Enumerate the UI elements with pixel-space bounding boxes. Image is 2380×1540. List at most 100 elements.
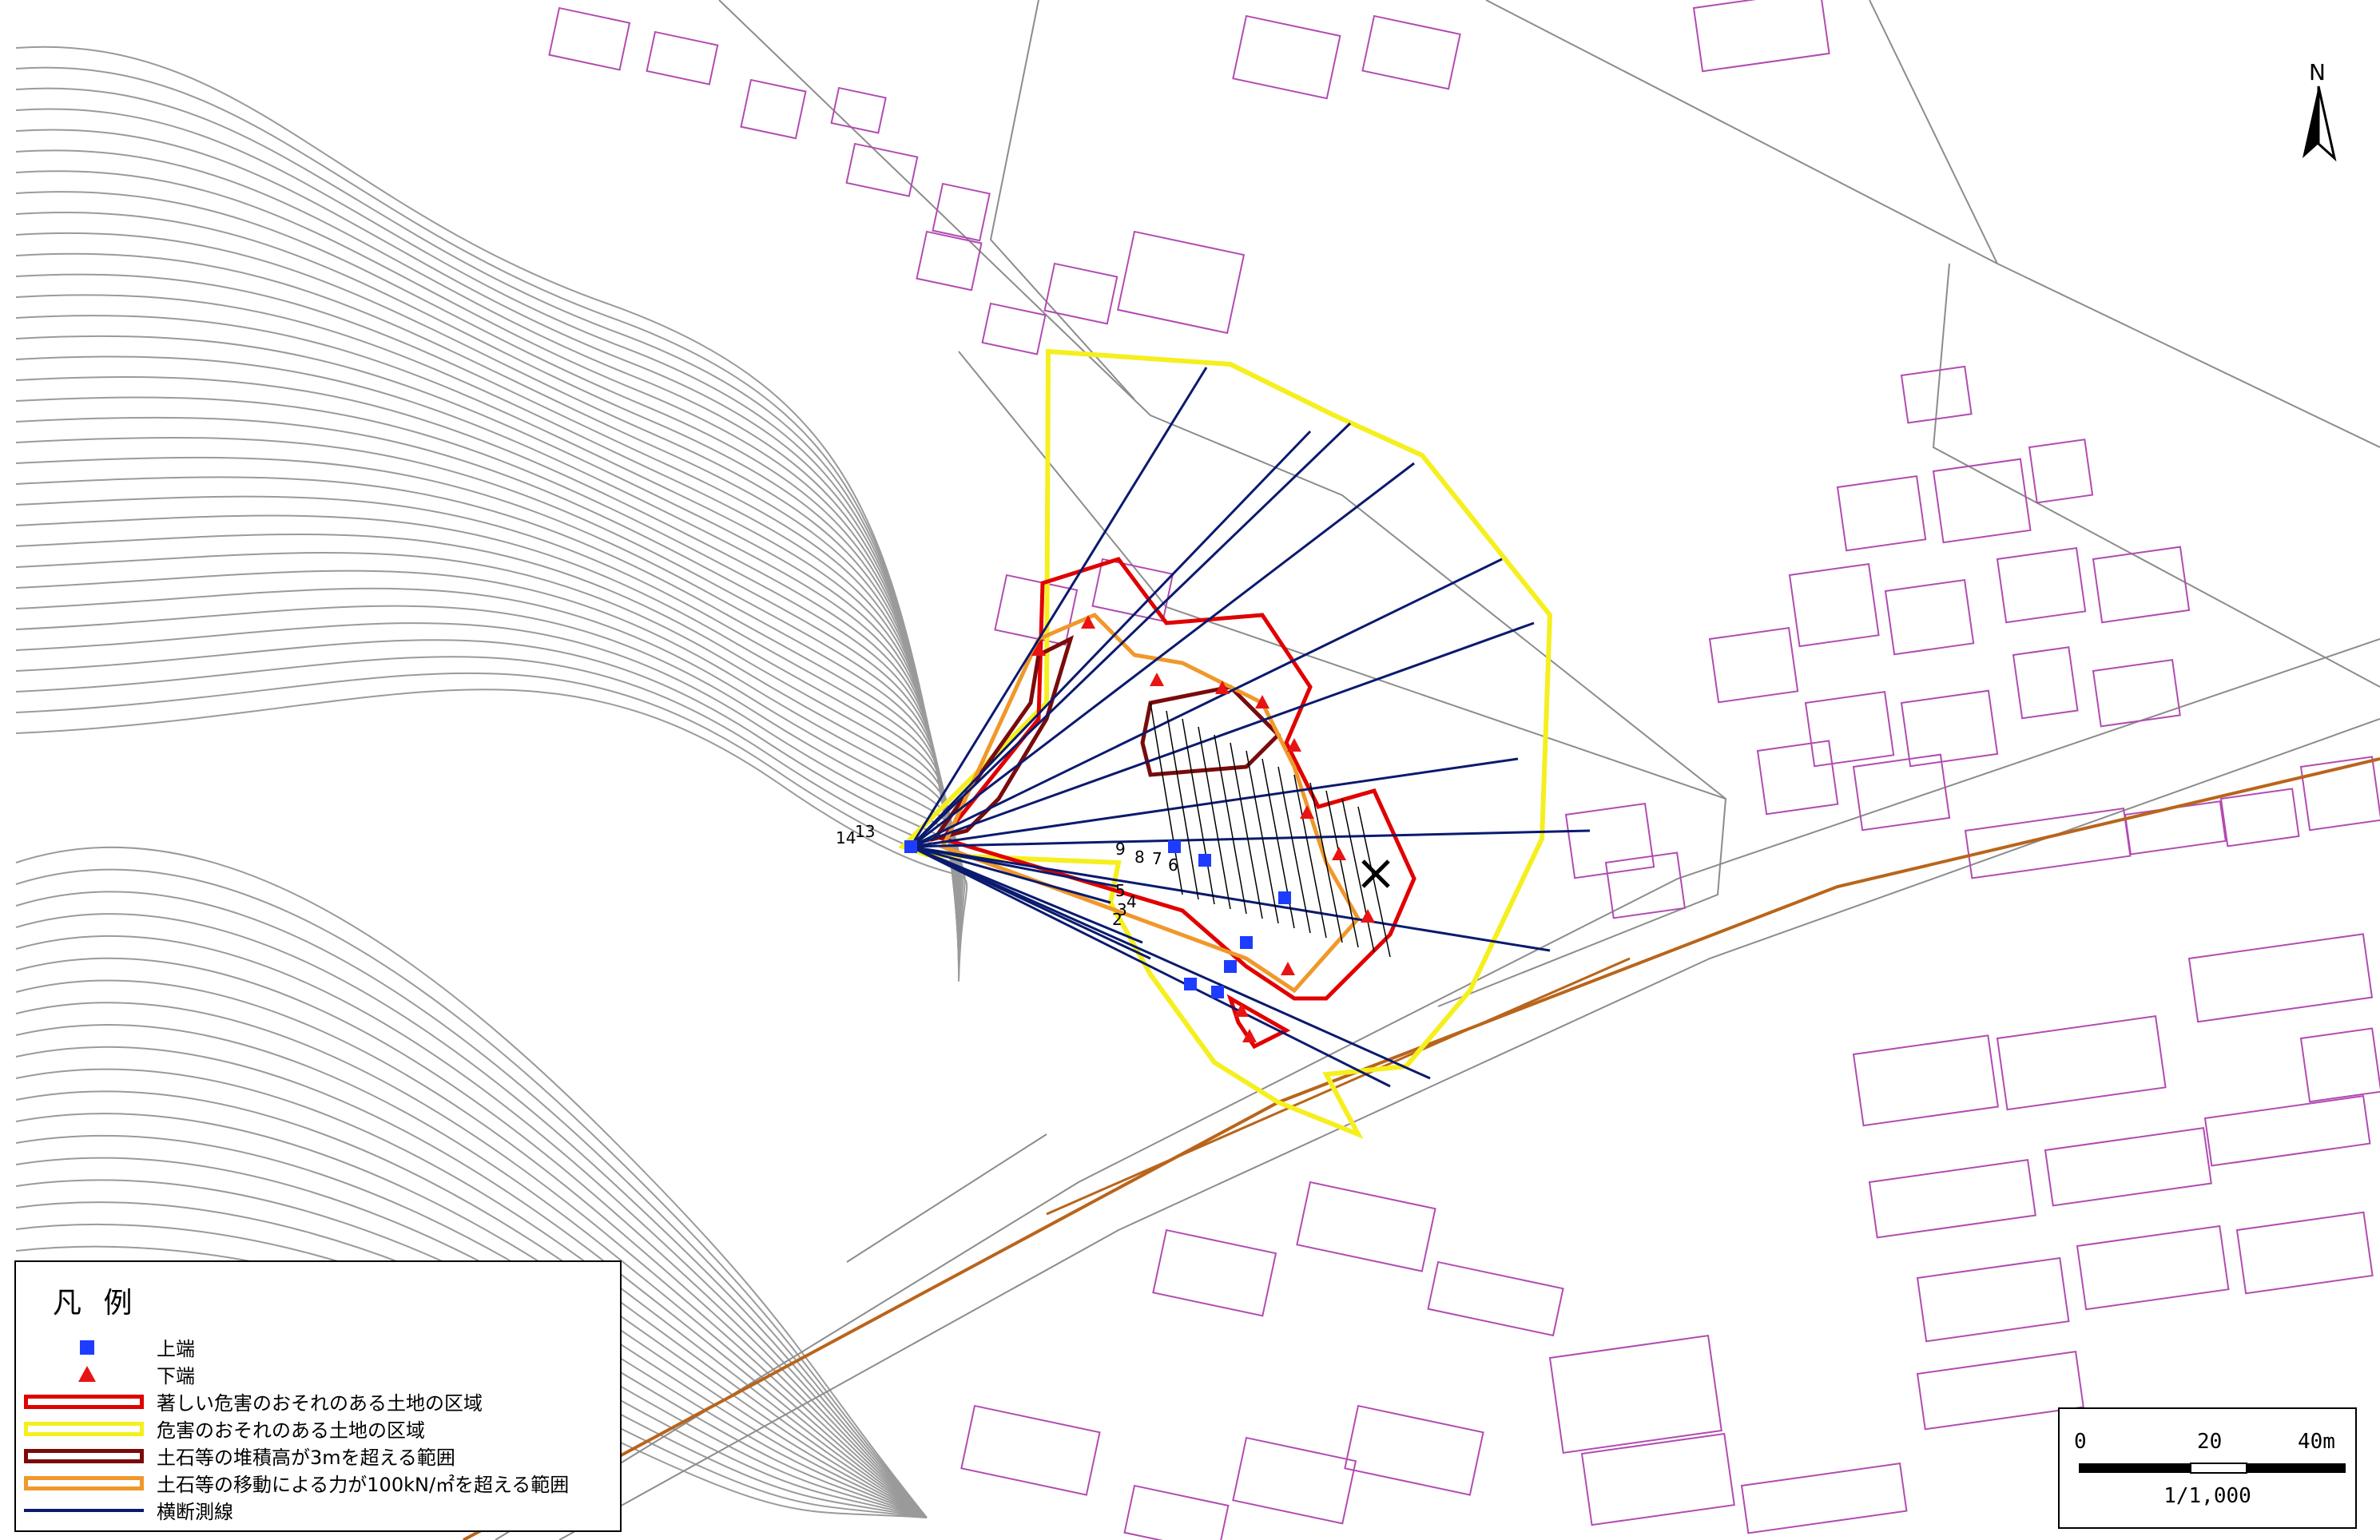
survey-line: [910, 462, 1415, 848]
survey-line: [910, 558, 1503, 848]
building-outline: [916, 230, 983, 292]
building-outline: [2299, 756, 2380, 832]
scale-ratio: 1/1,000: [2163, 1484, 2251, 1508]
section-line: [1341, 798, 1375, 953]
contour-line: [15, 87, 960, 885]
survey-line: [910, 845, 1111, 904]
legend-label: 土石等の移動による力が100kN/㎡を超える範囲: [157, 1474, 570, 1496]
lower-end-marker: [1300, 805, 1314, 819]
building-outline: [1916, 1256, 2070, 1343]
survey-line: [910, 845, 1551, 952]
legend-item-severe-zone: 著しい危害のおそれのある土地の区域: [16, 1391, 607, 1415]
building-outline: [2028, 439, 2094, 504]
cross-marker: [1361, 859, 1390, 888]
building-outline: [2203, 1095, 2371, 1167]
building-outline: [1296, 1181, 1436, 1272]
building-outline: [1091, 558, 1174, 622]
survey-line: [910, 845, 1151, 960]
scale-bar-graphic: [2079, 1463, 2346, 1474]
contour-line: [15, 1046, 928, 1518]
building-outline: [1852, 753, 1951, 832]
section-line: [1150, 702, 1183, 895]
contour-lines: [15, 46, 968, 1518]
section-line: [1182, 718, 1215, 905]
red-triangle-icon: [78, 1366, 96, 1382]
building-outline: [1043, 262, 1118, 325]
building-outline: [1123, 1484, 1230, 1540]
contour-line: [15, 436, 960, 939]
building-outline: [1604, 851, 1686, 919]
upper-end-marker: [1184, 978, 1197, 990]
road-outline: [1485, 0, 2380, 448]
survey-line: [909, 367, 1208, 847]
contour-line: [15, 1024, 928, 1518]
building-outline: [1996, 1015, 2167, 1111]
road-outline: [989, 0, 1135, 400]
legend-item-survey-line: 横断測線: [16, 1500, 607, 1524]
lower-end-marker: [1361, 909, 1375, 923]
upper-end-marker: [1278, 891, 1291, 904]
profile-label: 8: [1134, 847, 1145, 867]
profile-label: 2: [1112, 910, 1122, 929]
survey-line: [910, 621, 1535, 848]
force-zone-outline: [940, 613, 1361, 994]
building-outline: [548, 6, 631, 71]
lower-end-marker: [1150, 673, 1164, 686]
north-label: N: [2309, 59, 2326, 85]
section-line: [1309, 782, 1343, 943]
building-outline: [2092, 546, 2191, 624]
scale-tick-20: 20: [2197, 1430, 2223, 1454]
legend-item-deposit-3m: 土石等の堆積高が3mを超える範囲: [16, 1446, 607, 1470]
lower-end-marker: [1332, 847, 1346, 860]
north-arrow-icon: [2303, 85, 2337, 162]
contour-line: [15, 846, 928, 1518]
building-outline: [2124, 800, 2227, 855]
building-outline: [1564, 802, 1655, 879]
section-line: [1214, 734, 1247, 915]
scale-tick-0: 0: [2074, 1430, 2087, 1454]
building-outline: [2044, 1127, 2212, 1207]
contour-line: [15, 456, 960, 942]
survey-line: [910, 845, 1391, 1088]
building-outline: [2235, 1211, 2374, 1295]
profile-label: 13: [855, 822, 875, 841]
contour-line: [15, 957, 928, 1518]
building-outline: [845, 142, 919, 197]
road-outline: [1869, 0, 1998, 264]
legend-label: 下端: [157, 1365, 195, 1387]
building-outline: [1427, 1260, 1564, 1337]
contour-line: [15, 935, 928, 1518]
section-line: [1325, 790, 1359, 948]
section-line: [1293, 774, 1327, 939]
building-outline: [981, 302, 1047, 355]
section-line: [1357, 806, 1391, 958]
survey-line: [910, 829, 1591, 848]
north-arrow: N: [2279, 54, 2358, 166]
road-outline: [958, 351, 1727, 1007]
lower-end-marker: [1215, 681, 1230, 694]
building-outline: [1852, 1034, 2000, 1127]
building-outline: [1117, 230, 1246, 335]
orange-outline-icon: [24, 1476, 144, 1490]
building-outline: [1708, 626, 1799, 704]
contour-line: [15, 891, 928, 1518]
severe-zone-outline: [939, 557, 1416, 1001]
building-footprints: [548, 0, 2380, 1540]
upper-end-marker: [904, 840, 917, 853]
legend-label: 著しい危害のおそれのある土地の区域: [157, 1392, 483, 1415]
building-outline: [2219, 788, 2300, 847]
legend-item-force-100kn: 土石等の移動による力が100kN/㎡を超える範囲: [16, 1473, 607, 1497]
upper-end-marker: [1224, 960, 1237, 973]
contour-line: [15, 672, 966, 978]
red-outline-icon: [24, 1395, 144, 1409]
lower-end-marker: [1242, 1029, 1257, 1042]
legend-title: 凡 例: [53, 1287, 139, 1320]
hazard-zone-outline: [898, 348, 1553, 1139]
building-outline: [1804, 690, 1895, 768]
building-outline: [1344, 1404, 1484, 1496]
legend-label: 土石等の堆積高が3mを超える範囲: [157, 1447, 455, 1469]
building-outline: [1900, 365, 1973, 424]
building-outline: [1756, 740, 1839, 816]
lower-end-marker: [1031, 642, 1046, 656]
